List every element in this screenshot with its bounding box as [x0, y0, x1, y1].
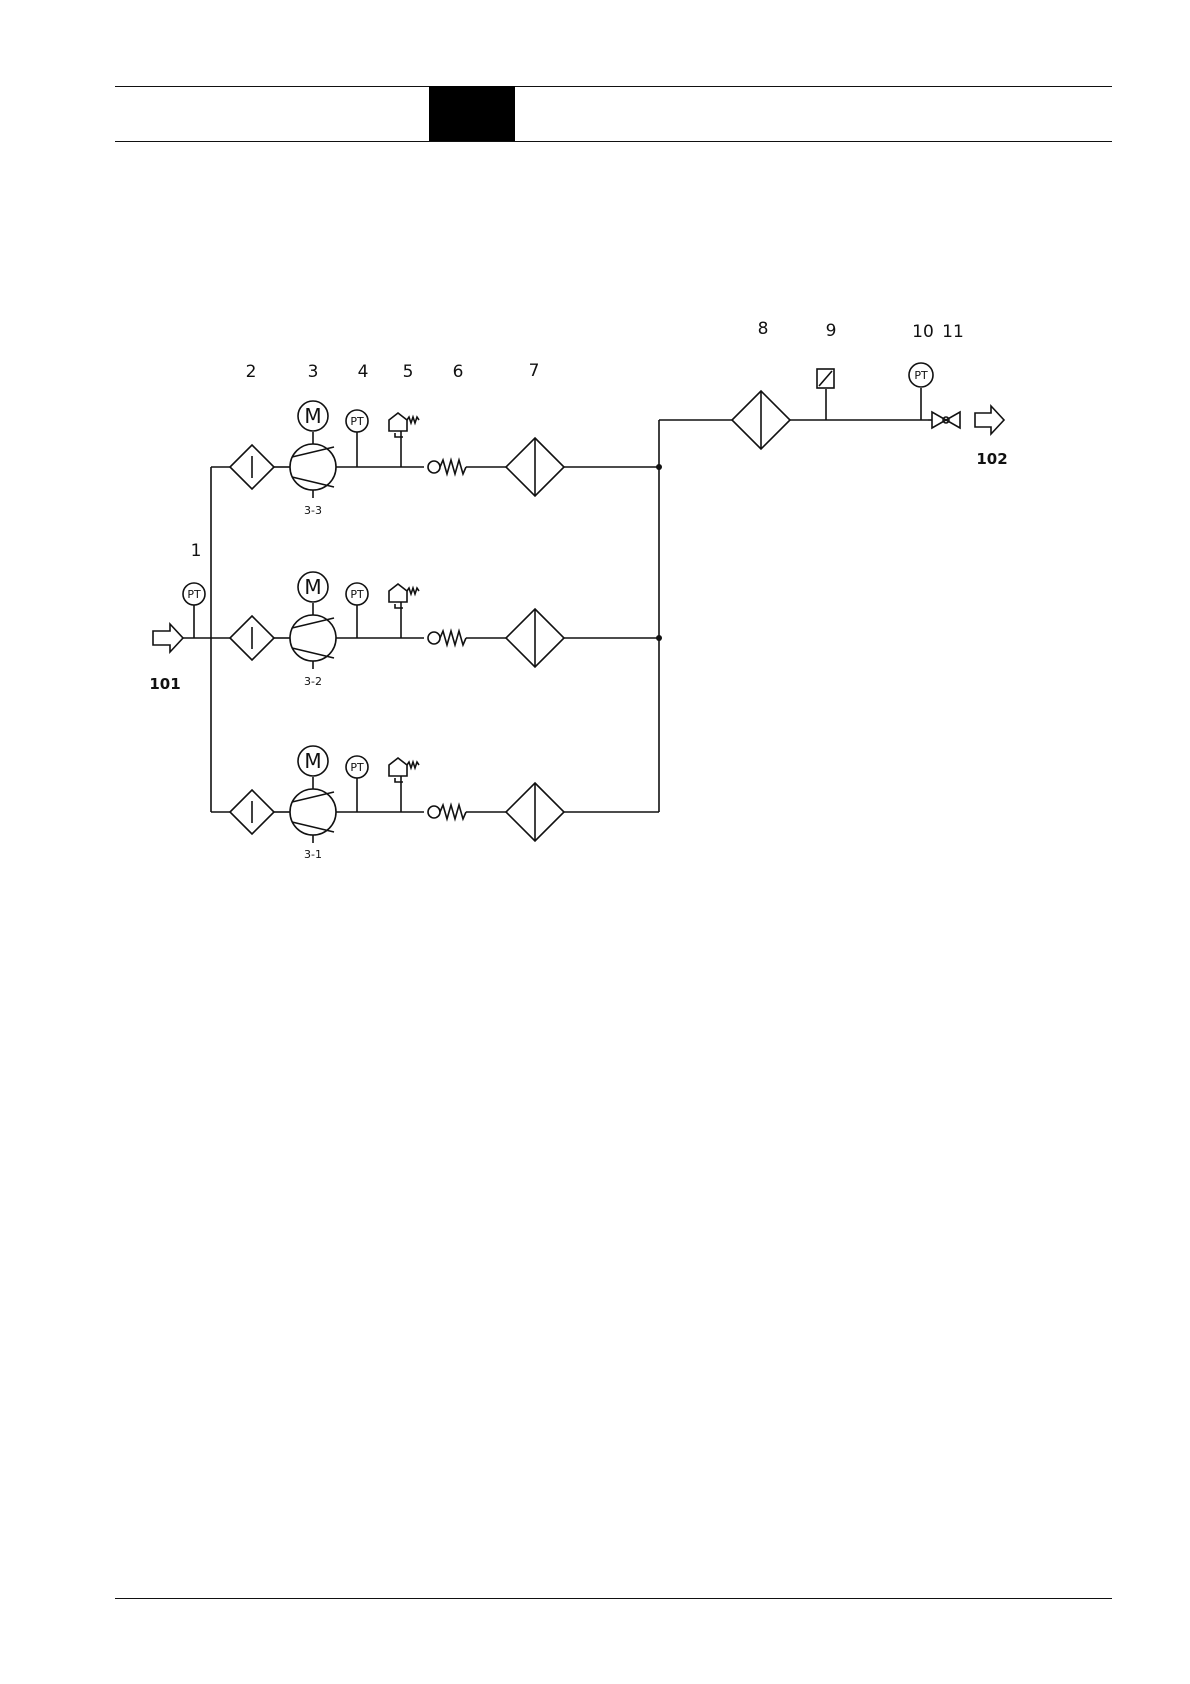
branch-bottom — [211, 746, 659, 843]
item-number-2: 2 — [246, 362, 257, 382]
outlet-pt-label: PT — [914, 369, 928, 382]
outlet-valve-right — [946, 412, 960, 428]
pump-tag-top: 3-3 — [304, 504, 322, 517]
item-number-9: 9 — [826, 321, 837, 341]
junction-dot-top — [656, 464, 662, 470]
pump-tag-mid: 3-2 — [304, 675, 322, 688]
outlet-connection-label: 102 — [976, 450, 1007, 468]
inlet-connection-label: 101 — [149, 675, 180, 693]
junction-dot-mid — [656, 635, 662, 641]
motor-label-bot: M — [304, 749, 321, 773]
item-number-11: 11 — [942, 322, 964, 342]
pt-label-bot: PT — [350, 761, 364, 774]
item-number-5: 5 — [403, 362, 414, 382]
item-number-7: 7 — [529, 361, 540, 381]
item-number-6: 6 — [453, 362, 464, 382]
motor-label-mid: M — [304, 575, 321, 599]
branch-top — [211, 401, 659, 498]
outlet-valve-left — [932, 412, 946, 428]
item-number-8: 8 — [758, 319, 769, 339]
item-number-10: 10 — [912, 322, 934, 342]
item-number-3: 3 — [308, 362, 319, 382]
item-number-1: 1 — [191, 541, 202, 561]
item-number-4: 4 — [358, 362, 369, 382]
inlet-arrow — [153, 624, 183, 652]
outlet-arrow — [975, 406, 1004, 434]
branch-middle — [211, 572, 659, 669]
pump-tag-bot: 3-1 — [304, 848, 322, 861]
motor-label-top: M — [304, 404, 321, 428]
pt-label-top: PT — [350, 415, 364, 428]
inlet-pt-label: PT — [187, 588, 201, 601]
pt-label-mid: PT — [350, 588, 364, 601]
